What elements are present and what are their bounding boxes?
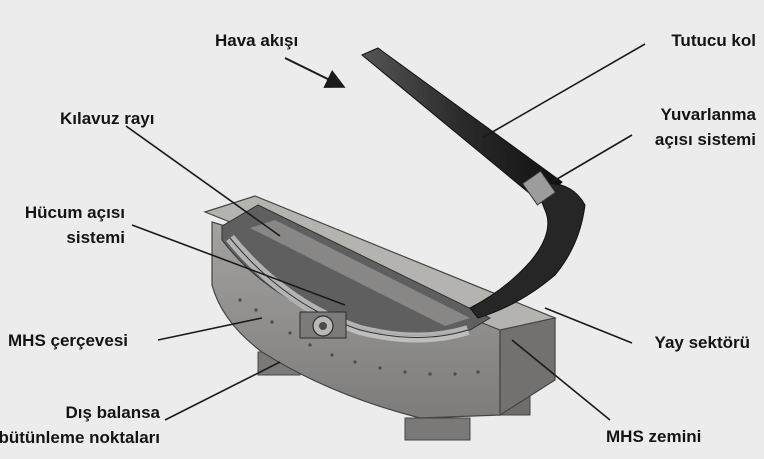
label-balance-line2: bütünleme noktaları [0, 428, 160, 447]
label-attack-system-line1: Hücum açısı [25, 203, 125, 222]
label-holder-arm: Tutucu kol [671, 31, 756, 50]
label-guide-rail: Kılavuz rayı [60, 109, 155, 128]
label-attack-system-line2: sistemi [66, 228, 125, 247]
label-floor: MHS zemini [606, 427, 701, 446]
label-air-flow: Hava akışı [215, 31, 298, 50]
holder-arm [361, 47, 586, 319]
leader-balance-points [164, 361, 281, 421]
leader-roll-system [551, 134, 633, 183]
bolt-pattern [238, 298, 480, 376]
label-roll-system-line2: açısı sistemi [655, 130, 756, 149]
label-balance-line1: Dış balansa [66, 403, 161, 422]
leader-lines [125, 43, 646, 421]
label-frame: MHS çerçevesi [8, 331, 128, 350]
label-arc-sector: Yay sektörü [655, 333, 750, 352]
leader-floor [511, 339, 611, 421]
leader-frame [157, 317, 263, 341]
leader-holder-arm [481, 43, 646, 139]
mhs-housing [203, 195, 558, 419]
attack-angle-mechanism [299, 311, 347, 339]
air-flow-arrow [284, 57, 346, 88]
label-roll-system-line1: Yuvarlanma [661, 105, 757, 124]
leader-attack-system [131, 224, 346, 306]
leader-guide-rail [125, 125, 281, 237]
leader-arc-sector [544, 307, 633, 344]
